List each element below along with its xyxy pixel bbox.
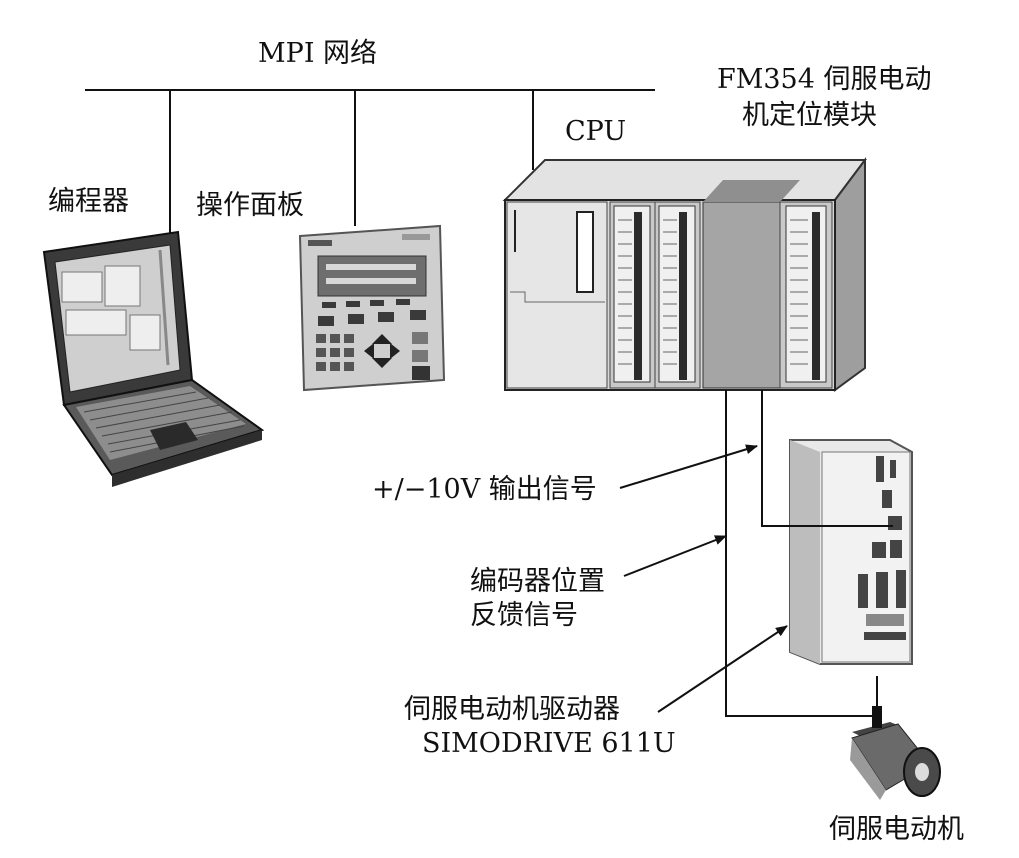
- io-module-1: [609, 201, 656, 389]
- fm354-label-line1: FM354 伺服电动: [717, 64, 932, 95]
- programmer-label: 编程器: [48, 186, 129, 217]
- fm354-module: [702, 180, 800, 389]
- operator-panel-icon: [298, 224, 446, 392]
- encoder-leader: [623, 535, 727, 577]
- cpu-module: [506, 201, 608, 389]
- io-module-3: [779, 201, 833, 389]
- output-signal-label: +/−10V 输出信号: [372, 474, 597, 505]
- io-module-2: [654, 201, 701, 389]
- fm354-label-line2: 机定位模块: [742, 100, 877, 131]
- signal-wiring: [725, 390, 893, 717]
- mpi-network-label: MPI 网络: [258, 38, 378, 69]
- motor-label: 伺服电动机: [829, 814, 964, 845]
- driver-label-line2: SIMODRIVE 611U: [422, 728, 676, 759]
- driver-label-line1: 伺服电动机驱动器: [404, 694, 620, 725]
- servo-motor-icon: [850, 706, 941, 800]
- mpi-network-bus: [85, 89, 655, 248]
- cpu-label: CPU: [565, 116, 627, 147]
- laptop-icon: [42, 230, 265, 487]
- encoder-feedback-wire: [725, 390, 878, 717]
- encoder-label-line2: 反馈信号: [470, 600, 578, 631]
- plc-rack-icon: [502, 157, 867, 392]
- driver-leader: [657, 625, 788, 713]
- label-leaders: [619, 444, 788, 713]
- output-signal-wire: [761, 390, 893, 527]
- panel-label: 操作面板: [196, 190, 304, 221]
- servo-drive-icon: [789, 439, 913, 665]
- encoder-label-line1: 编码器位置: [470, 566, 605, 597]
- output-signal-leader: [619, 444, 758, 489]
